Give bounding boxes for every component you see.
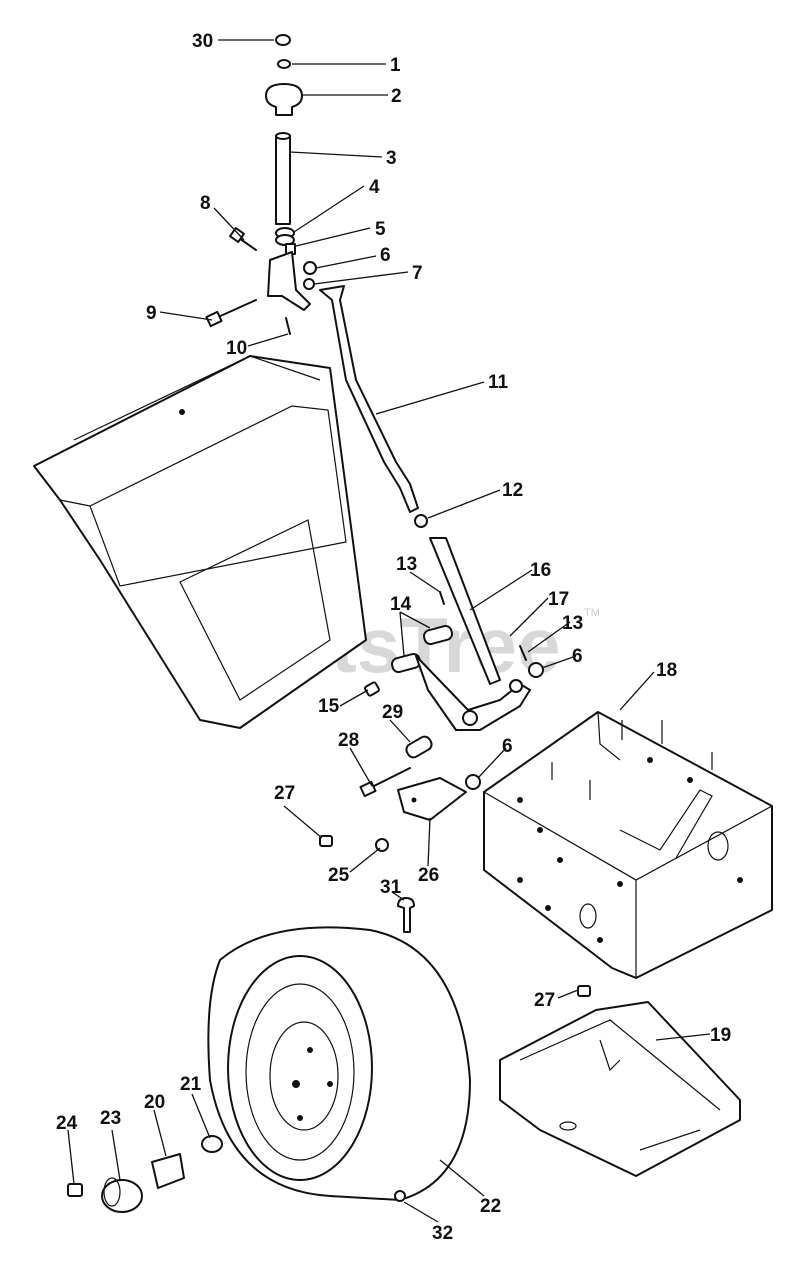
callout-8: 8 xyxy=(200,193,211,214)
steering-arm[interactable] xyxy=(415,655,531,731)
part-13-cotter-pin-a[interactable] xyxy=(439,591,445,605)
callout-17: 17 xyxy=(548,589,569,610)
part-16-tie-rod[interactable] xyxy=(429,537,501,685)
callout-11: 11 xyxy=(488,372,509,393)
part-28-bolt[interactable] xyxy=(359,767,411,798)
callout-5: 5 xyxy=(375,219,386,240)
callout-4: 4 xyxy=(369,177,380,198)
callout-18: 18 xyxy=(656,660,677,681)
part-12-nut[interactable] xyxy=(414,514,428,528)
callout-2: 2 xyxy=(391,86,402,107)
part-10-cotter-pin[interactable] xyxy=(285,317,291,335)
part-6-nut-a[interactable] xyxy=(303,261,317,275)
callout-16: 16 xyxy=(530,560,551,581)
dash-panel[interactable] xyxy=(33,355,367,729)
part-3-steering-shaft[interactable] xyxy=(275,132,291,225)
part-6-nut-b[interactable] xyxy=(528,662,544,678)
callout-26: 26 xyxy=(418,865,439,886)
callout-13b: 13 xyxy=(562,613,583,634)
part-27-bolt-b[interactable] xyxy=(577,985,591,997)
callout-14: 14 xyxy=(390,594,412,615)
part-21-bushing[interactable] xyxy=(201,1135,223,1153)
part-29-pin[interactable] xyxy=(404,734,434,759)
part-11-drag-link[interactable] xyxy=(319,285,419,513)
callout-19: 19 xyxy=(710,1025,731,1046)
callout-24: 24 xyxy=(56,1113,78,1134)
callout-labels: 30 1 2 3 4 8 5 6 7 9 10 11 12 13 16 14 1… xyxy=(56,31,731,1244)
callout-30: 30 xyxy=(192,31,213,52)
part-20-castle-nut[interactable] xyxy=(151,1153,185,1189)
callout-15: 15 xyxy=(318,696,340,717)
callout-29: 29 xyxy=(382,702,403,723)
part-24-bolt[interactable] xyxy=(67,1183,83,1197)
part-27-bolt-a[interactable] xyxy=(319,835,333,847)
callout-13a: 13 xyxy=(396,554,417,575)
leader-lines xyxy=(67,39,711,1223)
callout-23: 23 xyxy=(100,1108,121,1129)
callout-9: 9 xyxy=(146,303,157,324)
callout-20: 20 xyxy=(144,1092,165,1113)
part-32-nut[interactable] xyxy=(394,1190,406,1202)
part-31-bolt[interactable] xyxy=(397,897,415,933)
part-2-steering-cap[interactable] xyxy=(265,83,303,116)
part-1-washer[interactable] xyxy=(277,59,291,69)
callout-32: 32 xyxy=(432,1223,453,1244)
callout-27b: 27 xyxy=(534,990,555,1011)
callout-1: 1 xyxy=(390,55,401,76)
part-6-nut-c[interactable] xyxy=(465,774,481,790)
callout-31: 31 xyxy=(380,877,402,898)
part-15-bolt[interactable] xyxy=(364,681,380,697)
callout-28: 28 xyxy=(338,730,359,751)
part-8-bolt[interactable] xyxy=(229,227,257,251)
callout-7: 7 xyxy=(412,263,423,284)
callout-3: 3 xyxy=(386,148,397,169)
part-23-hub-cap[interactable] xyxy=(101,1177,143,1213)
callout-12: 12 xyxy=(502,480,523,501)
callout-22: 22 xyxy=(480,1196,501,1217)
steering-bracket[interactable] xyxy=(267,251,311,311)
callout-21: 21 xyxy=(180,1074,202,1095)
callout-6c: 6 xyxy=(502,736,513,757)
part-26-bracket[interactable] xyxy=(397,777,467,821)
part-13-cotter-pin-b[interactable] xyxy=(519,645,527,661)
part-7-washer[interactable] xyxy=(303,278,315,290)
part-14-link-plates[interactable] xyxy=(391,624,454,674)
callout-27a: 27 xyxy=(274,783,295,804)
part-30-nut[interactable] xyxy=(275,34,291,46)
callout-6b: 6 xyxy=(572,646,583,667)
watermark-trademark: TM xyxy=(584,607,600,619)
part-22-wheel[interactable] xyxy=(207,926,471,1201)
part-18-frame[interactable] xyxy=(483,711,773,979)
callout-10: 10 xyxy=(226,338,247,359)
part-9-bolt[interactable] xyxy=(205,299,257,328)
callout-25: 25 xyxy=(328,865,350,886)
part-19-shield[interactable] xyxy=(499,1001,741,1177)
part-4-bushing[interactable] xyxy=(275,227,295,246)
callout-6a: 6 xyxy=(380,245,391,266)
